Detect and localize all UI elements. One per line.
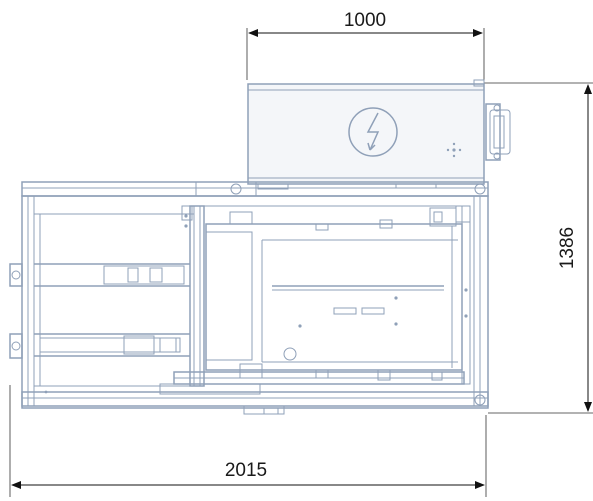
dimension-top-label: 1000: [344, 10, 386, 31]
dimension-bottom: 2015: [9, 385, 487, 497]
electrical-cabinet: [247, 79, 511, 185]
machine-frame: [9, 181, 489, 415]
dimension-bottom-label: 2015: [225, 460, 267, 481]
dimension-right-label: 1386: [557, 227, 578, 269]
high-voltage-icon: [348, 107, 398, 157]
fastener-marks: [446, 142, 462, 158]
dimension-top: 1000: [246, 10, 485, 80]
dimension-right: 1386: [484, 82, 593, 414]
